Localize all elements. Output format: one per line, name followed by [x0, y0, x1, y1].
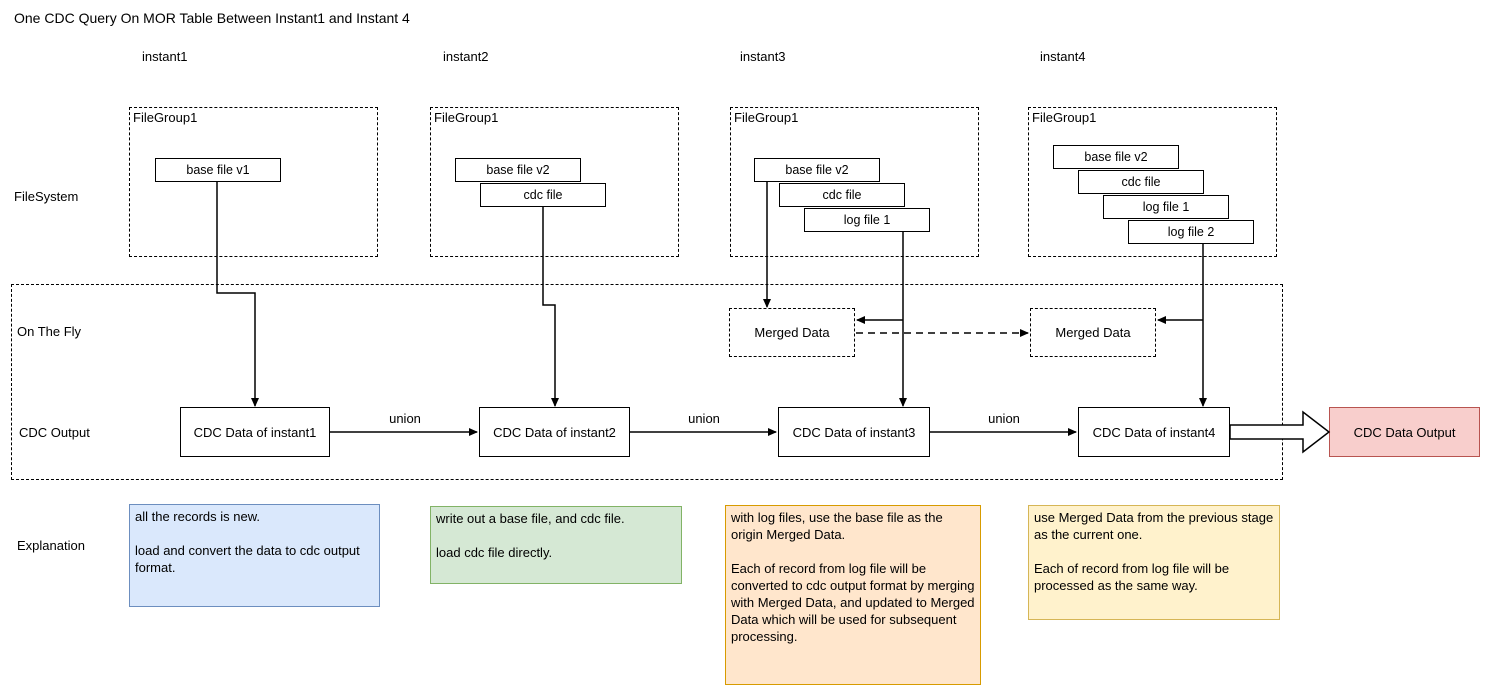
note-instant1: all the records is new. load and convert… — [129, 504, 380, 607]
file-box-cdc-file-instant3: cdc file — [779, 183, 905, 207]
cdc-data-box-instant1: CDC Data of instant1 — [180, 407, 330, 457]
union-label-1: union — [389, 411, 421, 426]
note-instant4: use Merged Data from the previous stage … — [1028, 505, 1280, 620]
cdc-data-output-box: CDC Data Output — [1329, 407, 1480, 457]
merged-data-box-instant3: Merged Data — [729, 308, 855, 357]
union-label-3: union — [988, 411, 1020, 426]
filegroup-label: FileGroup1 — [133, 110, 198, 125]
filegroup-label: FileGroup1 — [434, 110, 499, 125]
file-box-log-file-1-instant4: log file 1 — [1103, 195, 1229, 219]
note-instant2: write out a base file, and cdc file. loa… — [430, 506, 682, 584]
cdc-data-box-instant2: CDC Data of instant2 — [479, 407, 630, 457]
file-box-log-file-2-instant4: log file 2 — [1128, 220, 1254, 244]
filegroup-label: FileGroup1 — [734, 110, 799, 125]
cdc-data-box-instant4: CDC Data of instant4 — [1078, 407, 1230, 457]
column-header-instant3: instant3 — [740, 49, 786, 64]
union-label-2: union — [688, 411, 720, 426]
column-header-instant1: instant1 — [142, 49, 188, 64]
row-label-on-the-fly: On The Fly — [17, 324, 82, 339]
file-box-base-file-v2-instant2: base file v2 — [455, 158, 581, 182]
file-box-log-file-1-instant3: log file 1 — [804, 208, 930, 232]
cdc-data-box-instant3: CDC Data of instant3 — [778, 407, 930, 457]
column-header-instant4: instant4 — [1040, 49, 1086, 64]
row-label-cdc-output: CDC Output — [19, 425, 90, 440]
row-label-filesystem: FileSystem — [14, 189, 79, 204]
file-box-base-file-v2-instant3: base file v2 — [754, 158, 880, 182]
file-box-cdc-file-instant4: cdc file — [1078, 170, 1204, 194]
diagram-title: One CDC Query On MOR Table Between Insta… — [14, 10, 410, 26]
filegroup-box-instant3: FileGroup1 — [730, 107, 979, 257]
file-box-cdc-file-instant2: cdc file — [480, 183, 606, 207]
filegroup-box-instant4: FileGroup1 — [1028, 107, 1277, 257]
note-instant3: with log files, use the base file as the… — [725, 505, 981, 685]
filegroup-box-instant1: FileGroup1 — [129, 107, 378, 257]
processing-container-box — [11, 284, 1283, 480]
filegroup-label: FileGroup1 — [1032, 110, 1097, 125]
merged-data-box-instant4: Merged Data — [1030, 308, 1156, 357]
row-label-explanation: Explanation — [17, 538, 85, 553]
filegroup-box-instant2: FileGroup1 — [430, 107, 679, 257]
column-header-instant2: instant2 — [443, 49, 489, 64]
file-box-base-file-v1-instant1: base file v1 — [155, 158, 281, 182]
file-box-base-file-v2-instant4: base file v2 — [1053, 145, 1179, 169]
